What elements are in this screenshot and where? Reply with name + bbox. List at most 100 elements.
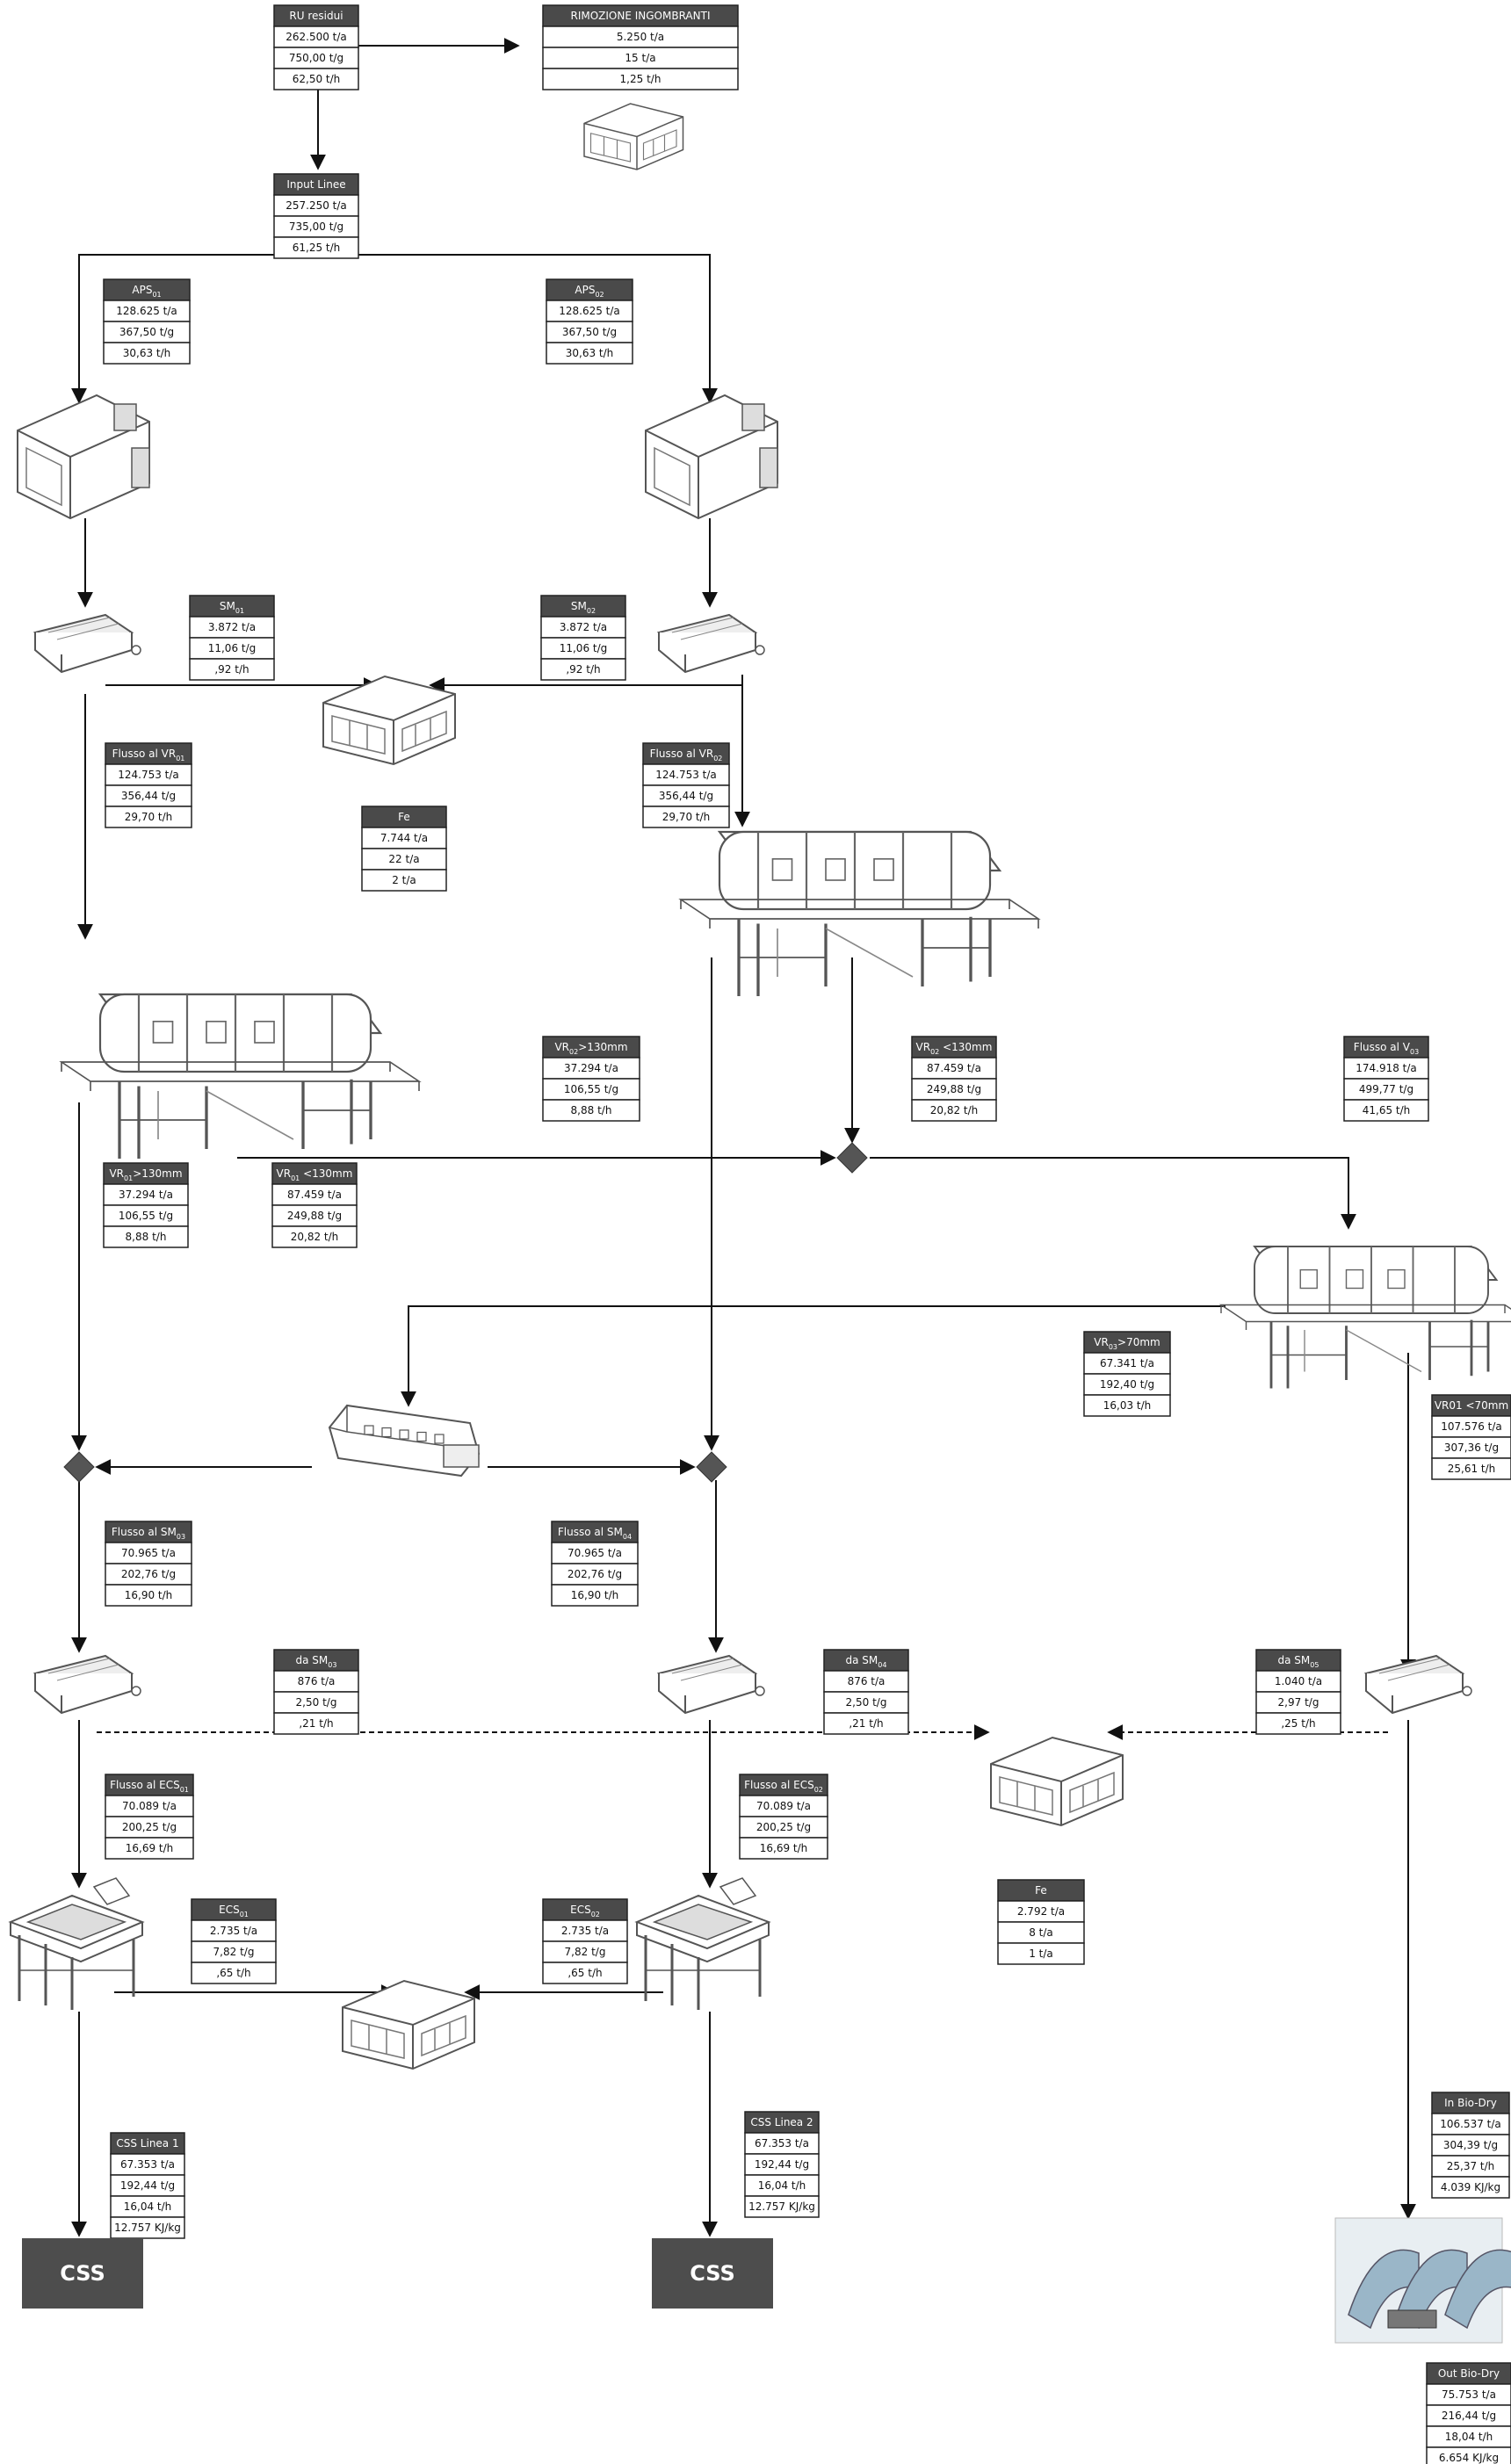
data-box-row: ,65 t/h	[568, 1967, 602, 1979]
junction-diamond	[836, 1142, 868, 1174]
data-box-title: VR01>130mm	[109, 1167, 182, 1182]
magnetic-separator-icon	[34, 1655, 141, 1714]
data-box-row: 25,37 t/h	[1447, 2160, 1495, 2172]
data-box-row: 174.918 t/a	[1356, 1062, 1417, 1074]
css-block-label: CSS	[60, 2261, 105, 2286]
data-box-row: 107.576 t/a	[1441, 1420, 1502, 1433]
data-box-title: Fe	[1035, 1884, 1047, 1897]
data-box-row: 25,61 t/h	[1448, 1463, 1496, 1475]
data-box-row: 367,50 t/g	[562, 326, 617, 338]
data-box-row: 7,82 t/g	[565, 1946, 606, 1958]
magnetic-separator-icon	[34, 614, 141, 673]
data-box-row: 2,50 t/g	[846, 1696, 887, 1709]
data-box-title: Out Bio-Dry	[1438, 2367, 1500, 2380]
data-box-row: 30,63 t/h	[123, 347, 171, 359]
container-icon	[322, 676, 456, 765]
data-box-row: 12.757 KJ/kg	[114, 2222, 181, 2234]
data-box-row: 7,82 t/g	[213, 1946, 255, 1958]
data-box-row: 249,88 t/g	[287, 1210, 342, 1222]
container-icon	[990, 1737, 1124, 1826]
data-box-row: 192,44 t/g	[755, 2158, 809, 2171]
data-box-row: 200,25 t/g	[122, 1821, 177, 1833]
data-box-row: 16,69 t/h	[760, 1842, 808, 1854]
flow-line	[870, 1157, 1356, 1230]
data-box-row: ,92 t/h	[214, 663, 249, 676]
trommel-screen-icon	[1219, 1245, 1511, 1390]
data-box-title: CSS Linea 1	[116, 2137, 178, 2150]
data-box-row: 216,44 t/g	[1442, 2410, 1496, 2422]
data-box-row: 75.753 t/a	[1442, 2388, 1496, 2401]
data-box-row: 249,88 t/g	[927, 1083, 981, 1095]
data-box-row: 70.089 t/a	[122, 1800, 177, 1812]
data-box-row: 4.039 KJ/kg	[1441, 2181, 1500, 2193]
data-box-row: 2.735 t/a	[561, 1925, 609, 1937]
data-box-row: 62,50 t/h	[293, 73, 341, 85]
data-box-row: 192,40 t/g	[1100, 1378, 1154, 1391]
data-box-fe1: Fe7.744 t/a22 t/a2 t/a	[361, 806, 447, 892]
data-box-title: SM02	[571, 600, 596, 615]
data-box-row: 6.654 KJ/kg	[1439, 2452, 1499, 2464]
data-box-row: 87.459 t/a	[287, 1189, 342, 1201]
data-box-title: Flusso al SM04	[558, 1526, 632, 1541]
data-box-row: 70.089 t/a	[756, 1800, 811, 1812]
data-box-title: SM01	[220, 600, 244, 615]
eddy-current-separator-icon	[9, 1876, 144, 2012]
data-box-row: 67.353 t/a	[120, 2158, 175, 2171]
data-box-title: In Bio-Dry	[1444, 2097, 1497, 2109]
junction-diamond	[63, 1451, 95, 1483]
data-box-row: 1,25 t/h	[620, 73, 662, 85]
data-box-row: 11,06 t/g	[208, 642, 257, 654]
data-box-row: 304,39 t/g	[1443, 2139, 1498, 2151]
data-box-row: 3.872 t/a	[560, 621, 607, 633]
data-box-row: ,92 t/h	[566, 663, 600, 676]
conveyor-icon	[328, 1404, 481, 1478]
data-box-row: 20,82 t/h	[930, 1104, 979, 1116]
data-box-row: 2.735 t/a	[210, 1925, 257, 1937]
data-box-row: 257.250 t/a	[286, 199, 347, 212]
data-box-row: 1 t/a	[1029, 1947, 1053, 1960]
data-box-title: Flusso al ECS01	[110, 1779, 189, 1794]
data-box-row: 2.792 t/a	[1017, 1905, 1065, 1918]
data-box-row: 367,50 t/g	[119, 326, 174, 338]
data-box-title: RU residui	[289, 10, 343, 22]
data-box-row: 67.353 t/a	[755, 2137, 809, 2150]
data-box-row: 11,06 t/g	[560, 642, 608, 654]
data-box-row: ,25 t/h	[1281, 1717, 1315, 1730]
data-box-row: 3.872 t/a	[208, 621, 256, 633]
data-box-row: ,65 t/h	[216, 1967, 250, 1979]
trommel-screen-icon	[679, 830, 1040, 998]
data-box-row: 29,70 t/h	[125, 811, 173, 823]
flow-line	[401, 1305, 1225, 1407]
data-box-title: Input Linee	[286, 178, 345, 191]
data-box-title: da SM03	[296, 1654, 337, 1669]
data-box-row: 7.744 t/a	[380, 832, 428, 844]
data-box-row: 876 t/a	[298, 1675, 336, 1687]
magnetic-separator-icon	[1365, 1655, 1472, 1714]
data-box-title: APS02	[575, 284, 604, 299]
data-box-sm2: SM02 3.872 t/a 11,06 t/g ,92 t/h	[540, 595, 626, 681]
data-box-row: 41,65 t/h	[1363, 1104, 1411, 1116]
data-box-row: 1.040 t/a	[1275, 1675, 1322, 1687]
trommel-screen-icon	[60, 993, 421, 1160]
data-box-row: 22 t/a	[388, 853, 419, 865]
data-box-title: Flusso al V03	[1354, 1041, 1419, 1056]
data-box-title: RIMOZIONE INGOMBRANTI	[570, 10, 710, 22]
data-box-row: 61,25 t/h	[293, 242, 341, 254]
data-box-row: 192,44 t/g	[120, 2179, 175, 2192]
data-box-row: 20,82 t/h	[291, 1231, 339, 1243]
